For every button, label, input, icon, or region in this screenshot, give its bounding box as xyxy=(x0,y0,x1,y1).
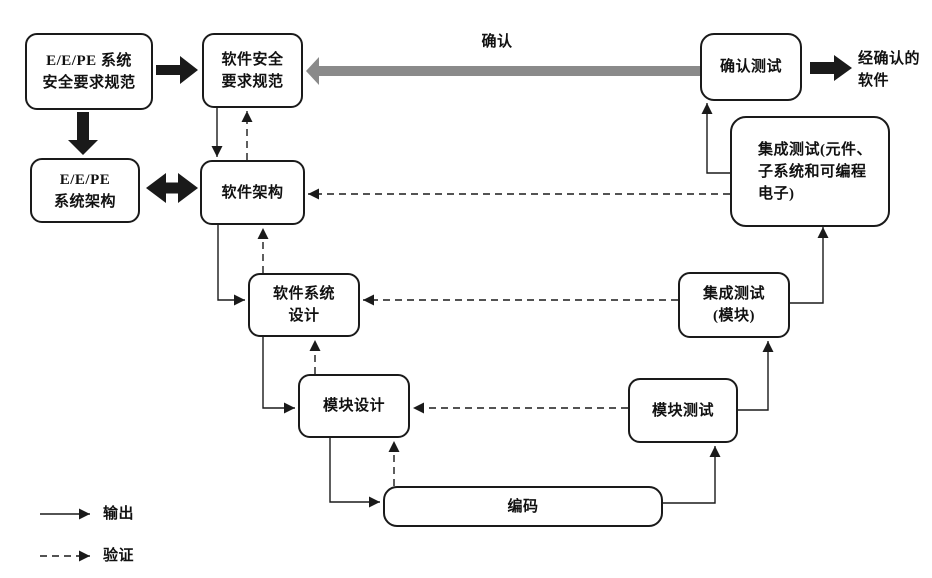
node-coding: 编码 xyxy=(383,486,663,527)
node-software-arch: 软件架构 xyxy=(200,160,305,225)
output-arrow-swarch-to-sysdesign xyxy=(217,225,245,306)
legend-output-label: 输出 xyxy=(103,506,135,522)
block-arrow-eepearch-swarch-bidirectional xyxy=(146,173,198,203)
label-validated-software: 经确认的 软件 xyxy=(858,51,921,89)
node-module-test: 模块测试 xyxy=(628,378,738,443)
node-integration-test-module: 集成测试 (模块) xyxy=(678,272,790,338)
legend-verification-label: 验证 xyxy=(103,548,135,564)
output-arrow-integmodule-to-integpe xyxy=(790,227,829,304)
label-validation-arrow: 确认 xyxy=(481,34,513,50)
node-validation-test: 确认测试 xyxy=(700,33,802,101)
output-arrow-sysdesign-to-moduledesign xyxy=(262,337,295,414)
gray-validation-arrow xyxy=(306,57,700,85)
node-module-design: 模块设计 xyxy=(298,374,410,438)
block-arrow-validtest-to-validatedsw xyxy=(810,55,852,81)
node-eepe-system-safety-req: E/E/PE 系统 安全要求规范 xyxy=(25,33,153,110)
output-arrow-coding-to-moduletest xyxy=(663,446,721,504)
output-arrow-moduledesign-to-coding xyxy=(329,438,380,508)
output-arrow-moduletest-to-integmodule xyxy=(738,341,774,411)
node-software-safety-req: 软件安全 要求规范 xyxy=(202,33,303,108)
block-arrow-eepereq-to-eepearch xyxy=(68,112,98,155)
node-integration-test-pe: 集成测试(元件、 子系统和可编程 电子) xyxy=(730,116,890,227)
node-eepe-system-arch: E/E/PE 系统架构 xyxy=(30,158,140,223)
output-arrow-integpe-to-validtest xyxy=(701,103,730,174)
node-software-system-design: 软件系统 设计 xyxy=(248,273,360,337)
block-arrow-eepereq-to-swreq xyxy=(156,56,198,84)
